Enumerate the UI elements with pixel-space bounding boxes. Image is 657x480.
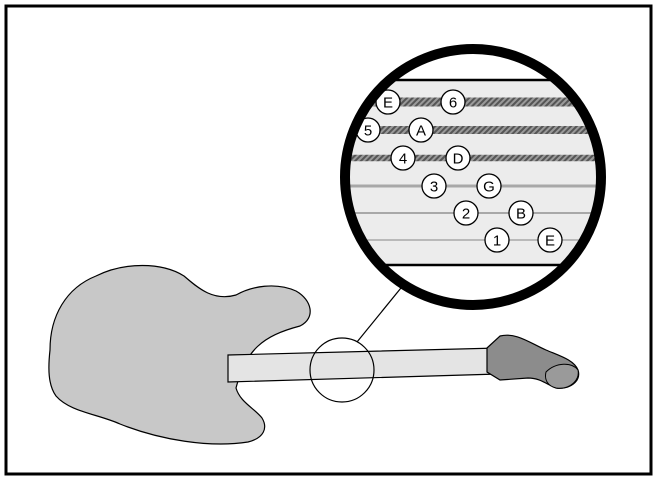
string-4-note-label: D	[445, 145, 471, 171]
string-3-note-label-circle	[476, 173, 502, 199]
string-6-number-label-text: 6	[449, 95, 457, 112]
string-1-line	[346, 239, 600, 241]
string-2-note-label-text: B	[516, 206, 526, 223]
string-6-number-label: 6	[440, 89, 466, 115]
string-3-number-label-circle	[421, 173, 447, 199]
string-3-line	[346, 184, 600, 188]
string-5-number-label-text: 5	[364, 123, 372, 140]
string-1-number-label-circle	[484, 227, 510, 253]
magnifier-rim	[340, 44, 606, 310]
string-1-note-label-circle	[537, 227, 563, 253]
string-4-note-label-text: D	[453, 151, 464, 168]
string-4-note-label-circle	[445, 145, 471, 171]
string-3-number-label: 3	[421, 173, 447, 199]
string-3-note-label: G	[476, 173, 502, 199]
string-2-number-label-text: 2	[462, 206, 470, 223]
string-6-line	[346, 97, 600, 107]
string-6-note-label: E	[375, 89, 401, 115]
string-2-note-label: B	[508, 200, 534, 226]
zoom-leader-line	[356, 282, 406, 343]
string-6-note-label-circle	[375, 89, 401, 115]
string-4-number-label-circle	[390, 145, 416, 171]
string-6-note-label-text: E	[383, 95, 393, 112]
string-5-number-label: 5	[355, 117, 381, 143]
string-5-note-label: A	[408, 117, 434, 143]
zoom-area-circle	[309, 337, 375, 403]
string-2-number-label: 2	[453, 200, 479, 226]
string-5-line	[346, 126, 600, 134]
string-4-line	[346, 154, 600, 162]
headstock-tip	[545, 363, 579, 389]
string-1-note-label: E	[537, 227, 563, 253]
string-3-note-label-text: G	[483, 179, 495, 196]
string-1-note-label-text: E	[545, 233, 555, 250]
string-6-number-label-circle	[440, 89, 466, 115]
string-1-number-label-text: 1	[493, 233, 501, 250]
string-2-number-label-circle	[453, 200, 479, 226]
string-5-note-label-text: A	[416, 123, 426, 140]
string-4-number-label: 4	[390, 145, 416, 171]
string-2-note-label-circle	[508, 200, 534, 226]
string-5-note-label-circle	[408, 117, 434, 143]
string-3-number-label-text: 3	[430, 179, 438, 196]
string-1-number-label: 1	[484, 227, 510, 253]
guitar-body	[48, 264, 311, 445]
string-4-number-label-text: 4	[399, 151, 407, 168]
